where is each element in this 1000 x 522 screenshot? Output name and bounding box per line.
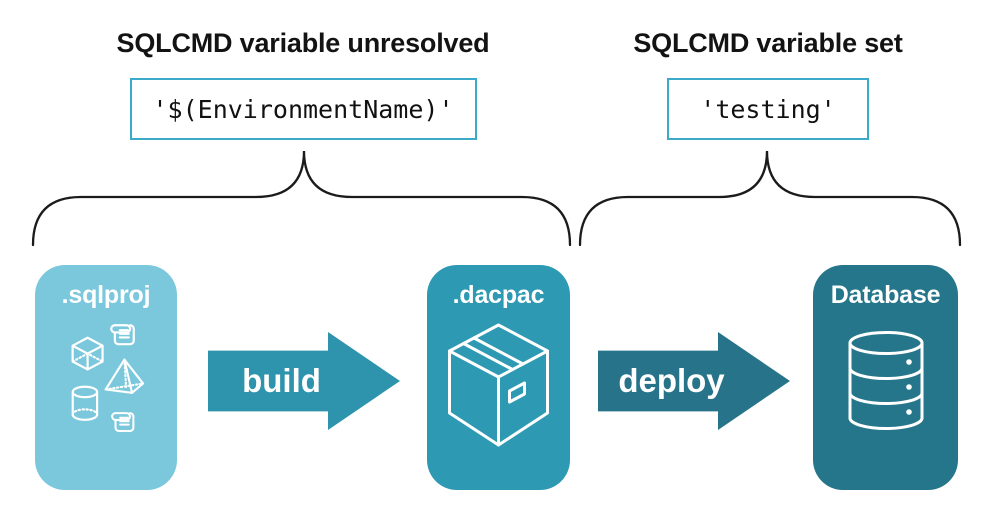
node-dacpac-label: .dacpac (452, 281, 545, 309)
deploy-arrow-label: deploy (618, 362, 725, 399)
build-arrow-label: build (242, 362, 321, 399)
sql-objects-icon (71, 324, 145, 432)
script-scroll-icon (110, 324, 135, 346)
annotation-set: SQLCMD variable set 'testing' (568, 28, 968, 140)
code-box-environment-name: '$(EnvironmentName)' (129, 78, 477, 140)
heading-variable-set: SQLCMD variable set (633, 28, 903, 58)
heading-variable-unresolved: SQLCMD variable unresolved (116, 28, 490, 58)
annotation-unresolved: SQLCMD variable unresolved '$(Environmen… (103, 28, 503, 140)
pyramid-icon (104, 358, 145, 394)
node-dacpac: .dacpac (427, 265, 570, 490)
code-box-testing: 'testing' (667, 78, 869, 140)
script-scroll-icon (111, 412, 135, 432)
node-database-label: Database (830, 281, 941, 309)
left-brace-icon (31, 150, 572, 247)
code-environment-name: '$(EnvironmentName)' (152, 94, 454, 124)
database-cylinder-icon (848, 331, 924, 430)
node-sqlproj-label: .sqlproj (61, 281, 151, 309)
code-testing: 'testing' (700, 94, 836, 124)
node-sqlproj: .sqlproj (35, 265, 177, 490)
cylinder-icon (71, 385, 99, 421)
cube-icon (71, 336, 104, 371)
node-database: Database (813, 265, 958, 490)
right-brace-icon (578, 150, 962, 247)
package-box-icon (448, 323, 549, 447)
